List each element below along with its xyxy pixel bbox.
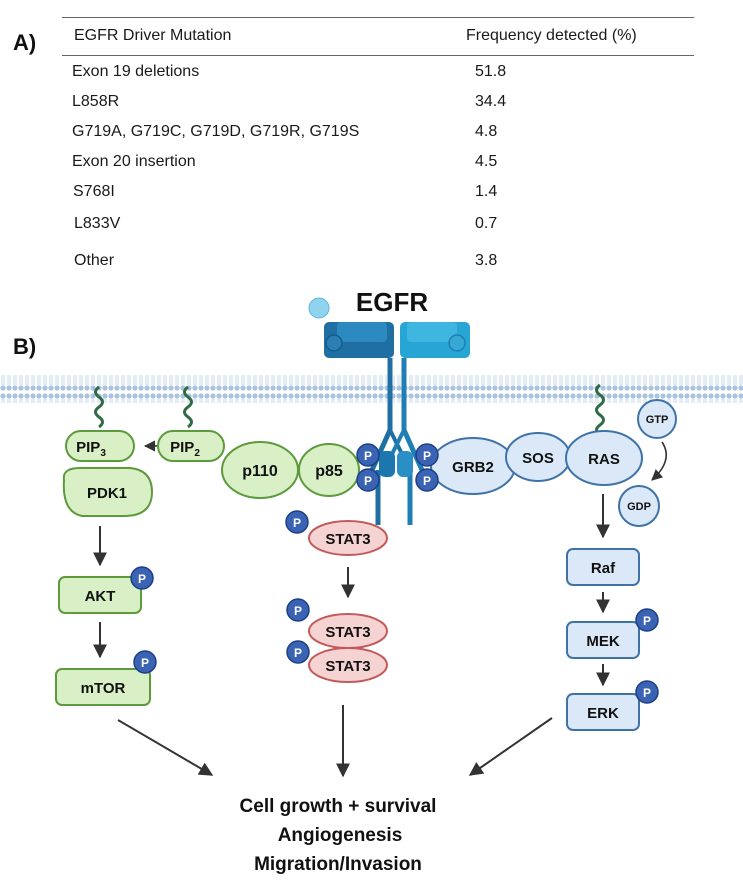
outcome-text: Angiogenesis xyxy=(278,825,403,846)
ras-label: RAS xyxy=(588,451,620,468)
phospho-badge: P xyxy=(415,468,439,492)
table-row-mutation: L858R xyxy=(72,93,120,110)
arrow-gtp-to-gdp xyxy=(651,441,668,481)
pip2-node xyxy=(157,430,225,462)
svg-text:P: P xyxy=(138,572,146,586)
table-row-mutation: L833V xyxy=(74,215,121,232)
table-row-frequency: 1.4 xyxy=(475,183,498,200)
phospho-badge: P xyxy=(286,640,310,664)
stat3-dimer-top-label: STAT3 xyxy=(325,624,370,641)
phospho-badge: P xyxy=(285,510,309,534)
table-row-mutation: S768I xyxy=(73,183,115,200)
lipid-anchor-pip3 xyxy=(94,385,104,429)
svg-text:P: P xyxy=(643,686,651,700)
table-row-frequency: 4.5 xyxy=(475,153,498,170)
lipid-anchor-ras xyxy=(595,383,605,437)
svg-text:P: P xyxy=(141,656,149,670)
table-row-mutation: Other xyxy=(74,252,115,269)
svg-text:P: P xyxy=(294,604,302,618)
phospho-badge: P xyxy=(356,443,380,467)
lipid-anchor-pip2 xyxy=(183,385,193,429)
p85-label: p85 xyxy=(315,463,343,480)
svg-text:P: P xyxy=(643,614,651,628)
table-row-mutation: Exon 19 deletions xyxy=(72,63,200,80)
table-header-mutation: EGFR Driver Mutation xyxy=(74,27,232,44)
svg-text:P: P xyxy=(423,449,431,463)
phospho-badge: P xyxy=(133,650,157,674)
table-row-frequency: 0.7 xyxy=(475,215,498,232)
gtp-label: GTP xyxy=(646,414,669,426)
sos-label: SOS xyxy=(522,450,554,467)
table-top-rule xyxy=(62,17,694,18)
svg-text:P: P xyxy=(294,646,302,660)
cell-membrane xyxy=(0,375,743,403)
svg-text:P: P xyxy=(364,449,372,463)
pip3-node xyxy=(65,430,135,462)
arrow-pi3k-to-outcomes xyxy=(117,719,214,776)
svg-text:P: P xyxy=(364,474,372,488)
panel-a-label: A) xyxy=(13,30,37,55)
mtor-label: mTOR xyxy=(81,680,126,697)
grb2-label: GRB2 xyxy=(452,459,494,476)
stat3-label: STAT3 xyxy=(325,531,370,548)
table-row-frequency: 3.8 xyxy=(475,252,498,269)
pip2-label: PIP2 xyxy=(170,439,200,459)
svg-text:P: P xyxy=(423,474,431,488)
erk-label: ERK xyxy=(587,705,619,722)
panel-b-label: B) xyxy=(13,334,37,359)
phospho-badge: P xyxy=(286,598,310,622)
table-row-frequency: 34.4 xyxy=(475,93,507,110)
phospho-badge: P xyxy=(635,608,659,632)
stat3-dimer-bottom xyxy=(308,647,388,683)
phospho-badge: P xyxy=(130,566,154,590)
gtp-node xyxy=(637,399,677,439)
akt-label: AKT xyxy=(85,588,116,605)
gdp-label: GDP xyxy=(627,501,651,513)
raf-label: Raf xyxy=(591,560,616,577)
table-row-frequency: 4.8 xyxy=(475,123,498,140)
outcome-text: Cell growth + survival xyxy=(240,796,437,817)
table-row-mutation: Exon 20 insertion xyxy=(72,153,196,170)
egfr-title: EGFR xyxy=(356,287,428,317)
mtor-node xyxy=(55,668,151,706)
raf-node xyxy=(566,548,640,586)
table-row-frequency: 51.8 xyxy=(475,63,507,80)
egfr-receptor xyxy=(324,322,470,525)
pdk1-label: PDK1 xyxy=(87,485,127,502)
p85-node xyxy=(298,443,360,497)
ras-node xyxy=(565,430,643,486)
stat3-dimer-bottom-label: STAT3 xyxy=(325,658,370,675)
gdp-node xyxy=(618,485,660,527)
arrow-mapk-to-outcomes xyxy=(468,717,553,776)
table-row-mutation: G719A, G719C, G719D, G719R, G719S xyxy=(72,123,360,140)
stat3-node xyxy=(308,520,388,556)
pdk1-node xyxy=(62,467,154,517)
pip3-label: PIP3 xyxy=(76,439,106,459)
outcome-text: Migration/Invasion xyxy=(254,854,422,875)
table-header-frequency: Frequency detected (%) xyxy=(466,27,637,44)
ligand-ball xyxy=(308,297,330,319)
akt-node xyxy=(58,576,142,614)
svg-text:P: P xyxy=(293,516,301,530)
mek-label: MEK xyxy=(586,633,620,650)
table-header-rule xyxy=(62,55,694,56)
erk-node xyxy=(566,693,640,731)
phospho-badge: P xyxy=(415,443,439,467)
phospho-badge: P xyxy=(356,468,380,492)
mek-node xyxy=(566,621,640,659)
p110-label: p110 xyxy=(242,463,278,480)
phospho-badge: P xyxy=(635,680,659,704)
